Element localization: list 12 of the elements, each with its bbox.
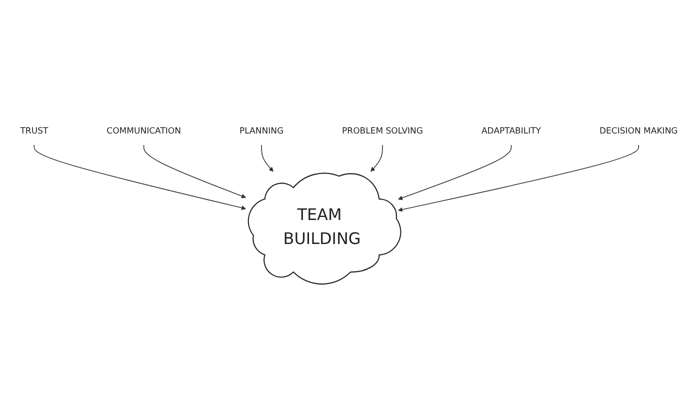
node-text: TRUST — [20, 125, 48, 136]
node-text: DECISION MAKING — [600, 125, 678, 136]
arrow — [398, 144, 640, 212]
arrow — [143, 144, 246, 198]
node-text: PLANNING — [239, 125, 284, 136]
arrow — [34, 144, 246, 210]
node-text: PROBLEM SOLVING — [342, 125, 423, 136]
arrow — [398, 144, 512, 200]
arrow — [261, 144, 274, 172]
arrow — [370, 144, 383, 172]
node-text: ADAPTABILITY — [481, 125, 542, 136]
node-text: COMMUNICATION — [106, 125, 181, 136]
